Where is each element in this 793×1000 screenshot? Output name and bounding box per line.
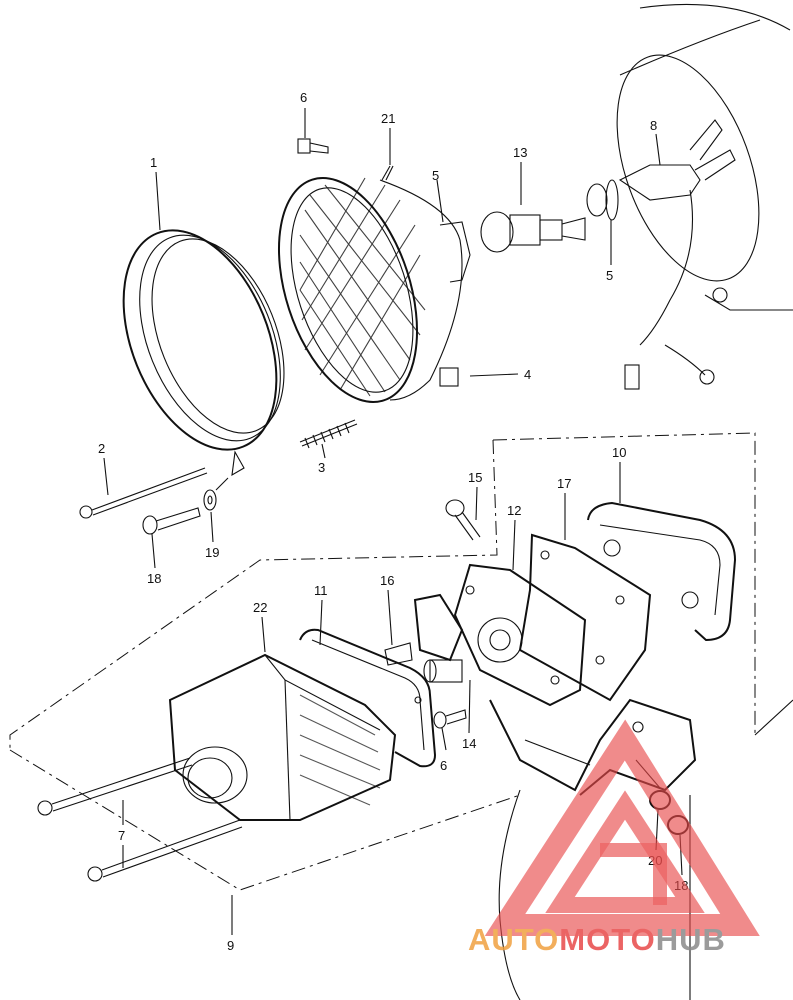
part-screw-6-lower [433, 709, 467, 729]
part-wiring [618, 119, 736, 390]
callout-6-top: 6 [300, 90, 307, 105]
callout-1: 1 [150, 155, 157, 170]
part-spring [299, 419, 358, 449]
part-tail-cover [587, 501, 737, 642]
part-bulb [480, 211, 586, 253]
part-screw-15 [445, 499, 481, 541]
part-gasket-17 [518, 533, 652, 702]
part-socket [586, 179, 619, 221]
callout-6-lower: 6 [440, 758, 447, 773]
callout-12: 12 [507, 503, 521, 518]
callout-9: 9 [227, 938, 234, 953]
part-long-bolt [79, 467, 208, 519]
part-headlight-case [616, 3, 793, 311]
assembly-boundary [9, 432, 756, 891]
callout-21: 21 [381, 111, 395, 126]
part-gasket-11 [299, 628, 437, 768]
callout-3: 3 [318, 460, 325, 475]
watermark-part-hub: HUB [656, 922, 726, 957]
callout-19: 19 [205, 545, 219, 560]
part-headlight-lens [277, 177, 471, 403]
callout-17: 17 [557, 476, 571, 491]
part-base-plate-12 [453, 563, 587, 707]
callout-13: 13 [513, 145, 527, 160]
callout-8: 8 [650, 118, 657, 133]
watermark-triangle-icon [484, 719, 760, 936]
callout-labels: 1 2 3 4 5 5 6 6 7 8 9 10 11 12 13 14 15 … [98, 90, 688, 953]
callout-11: 11 [314, 583, 328, 598]
part-screws-top [297, 138, 394, 181]
part-tail-lens-22 [168, 653, 397, 821]
watermark-text: AUTOMOTOHUB [468, 922, 726, 957]
callout-7: 7 [118, 828, 125, 843]
watermark-part-auto: AUTO [468, 922, 559, 957]
part-rim-ring [122, 229, 285, 477]
leader-lines [103, 108, 683, 935]
callout-15: 15 [468, 470, 482, 485]
callout-14: 14 [462, 736, 476, 751]
part-screw-washer-left [142, 477, 229, 535]
callout-5-socket: 5 [606, 268, 613, 283]
watermark-logo: AUTOMOTOHUB [468, 719, 760, 957]
callout-16: 16 [380, 573, 394, 588]
callout-5-top: 5 [432, 168, 439, 183]
callout-4: 4 [524, 367, 531, 382]
part-socket-16 [384, 593, 464, 683]
callout-22: 22 [253, 600, 267, 615]
watermark-part-moto: MOTO [559, 922, 655, 957]
callout-2: 2 [98, 441, 105, 456]
callout-18-left: 18 [147, 571, 161, 586]
callout-10: 10 [612, 445, 626, 460]
part-long-bolts-7 [37, 757, 243, 882]
